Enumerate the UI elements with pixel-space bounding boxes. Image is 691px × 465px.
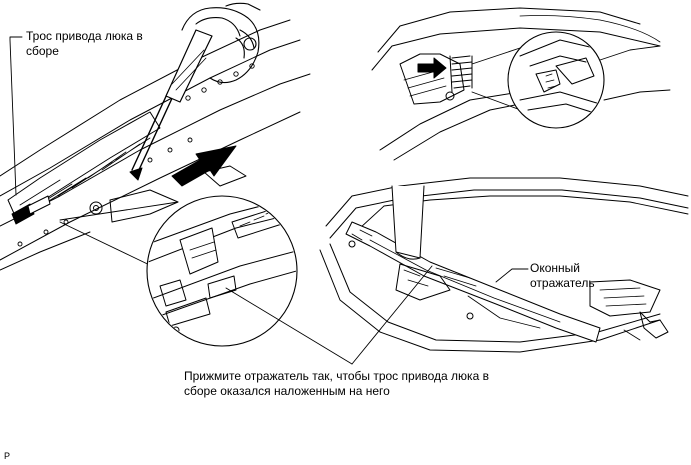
- rail-outline-bottom: [0, 73, 311, 227]
- frame-outer: [325, 177, 689, 227]
- push-direction-arrow-icon: [171, 145, 237, 187]
- rail-bottom-edge: [0, 231, 91, 271]
- cable-assembly-label: Трос привода люка в сборе: [26, 29, 143, 58]
- left-detail-view: [59, 195, 353, 365]
- rail-outline-top: [0, 19, 291, 177]
- instruction-label: Прижмите отражатель так, чтобы трос прив…: [184, 369, 489, 398]
- cable-assembly-body: [7, 111, 161, 225]
- cable-callout-leader: [9, 36, 23, 196]
- detail-leader-lower: [59, 221, 161, 271]
- screwdriver-icon: [129, 29, 213, 181]
- spring-magnifier-circle: [507, 31, 605, 129]
- rail-outline-mid: [0, 39, 301, 197]
- frame-inner: [359, 195, 689, 229]
- reflector-callout-leader: [495, 268, 529, 283]
- top-right-view: [371, 7, 671, 161]
- rail-holes: [17, 63, 255, 247]
- detail-magnifier-circle: [146, 195, 298, 347]
- window-reflector-label: Оконный отражатель: [530, 261, 595, 290]
- rail-bracket: [89, 165, 247, 223]
- instruction-leader-right: [351, 265, 433, 365]
- figure-code: P: [4, 451, 11, 461]
- bottom-right-view: [319, 177, 689, 365]
- spring-coil: [449, 55, 473, 93]
- spring-pointer-arrow-icon: [417, 57, 447, 79]
- rail-lower-edge: [0, 111, 301, 261]
- detail-leader-upper: [59, 201, 179, 221]
- left-rail-view: [0, 2, 311, 271]
- instruction-leader-left: [225, 287, 353, 365]
- hand-icon: [181, 2, 261, 84]
